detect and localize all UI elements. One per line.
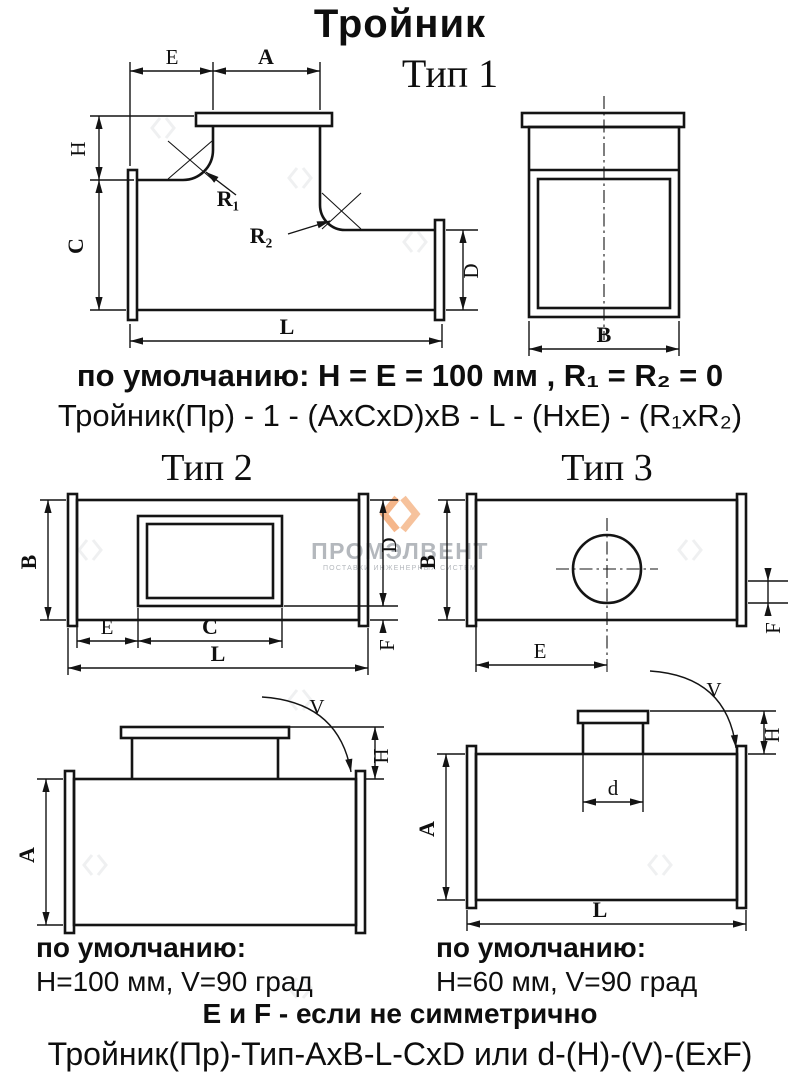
type3-defaults-title: по умолчанию: [436, 932, 647, 963]
type3-label: Тип 3 [561, 447, 653, 489]
type3-dim-l: L [593, 897, 608, 922]
type2-front-view: V H A [14, 695, 393, 935]
type3-front-view: V H d A L [414, 670, 784, 931]
type2-dim-f: F [375, 639, 399, 651]
watermark-tagline: ПОСТАВКИ ИНЖЕНЕРНЫХ СИСТЕМ [322, 565, 478, 572]
type2-top-view: B D F E C L [16, 492, 401, 675]
watermark-name: ПРОМЭЛВЕНТ [311, 538, 489, 564]
type1-dim-c: C [63, 238, 88, 254]
page-title: Тройник [313, 2, 487, 46]
type3-top-view: B F E [415, 492, 788, 672]
type1-dim-l: L [280, 314, 295, 339]
type3-dim-e: E [534, 639, 547, 663]
type2-dim-h: H [369, 748, 393, 763]
type2-dim-b: B [16, 554, 41, 569]
type1-dim-r1: R₁ [217, 186, 239, 211]
type3-defaults-block: по умолчанию: H=60 мм, V=90 град [436, 931, 697, 999]
symmetry-note: Е и F - если не симметрично [202, 998, 598, 1029]
type1-dim-h: H [66, 141, 90, 156]
type3-dim-v: V [706, 678, 721, 702]
type1-dim-e: E [166, 45, 179, 69]
type2-dim-c: C [202, 614, 218, 639]
type2-dim-a: A [14, 847, 39, 863]
type2-dim-l: L [211, 641, 226, 666]
type1-dim-a: A [258, 44, 274, 69]
type1-order-formula: Тройник(Пр) - 1 - (AxCxD)xB - L - (HxE) … [57, 398, 743, 433]
type3-dim-a: A [414, 821, 439, 837]
type1-defaults-text: по умолчанию: H = E = 100 мм , R₁ = R₂ =… [76, 358, 724, 393]
type2-defaults-value: H=100 мм, V=90 град [36, 966, 313, 997]
type3-dim-b: B [415, 554, 440, 569]
type2-dim-v: V [309, 695, 324, 719]
type3-dim-d-small: d [608, 776, 619, 800]
type1-dim-b: B [597, 322, 612, 347]
watermark: ПРОМЭЛВЕНТ ПОСТАВКИ ИНЖЕНЕРНЫХ СИСТЕМ [295, 494, 505, 572]
stamp-marks-decor [77, 117, 703, 999]
type3-dim-f: F [761, 622, 785, 634]
type1-side-view: B [520, 96, 686, 356]
order-formula: Тройник(Пр)-Тип-AxB-L-CxD или d-(H)-(V)-… [47, 1036, 753, 1072]
type2-dim-d: D [377, 537, 401, 552]
type1-label: Тип 1 [401, 51, 499, 96]
type2-label: Тип 2 [161, 447, 253, 489]
type2-defaults-title: по умолчанию: [36, 932, 247, 963]
type2-defaults-block: по умолчанию: H=100 мм, V=90 град [36, 931, 313, 999]
type1-dim-r2: R₂ [250, 223, 273, 248]
type3-defaults-value: H=60 мм, V=90 град [436, 966, 698, 997]
type2-dim-e: E [101, 615, 114, 639]
type3-dim-h: H [760, 727, 784, 742]
type1-front-view: E A H C D L R₁ R₂ [63, 44, 483, 348]
type1-dim-d: D [459, 263, 483, 278]
